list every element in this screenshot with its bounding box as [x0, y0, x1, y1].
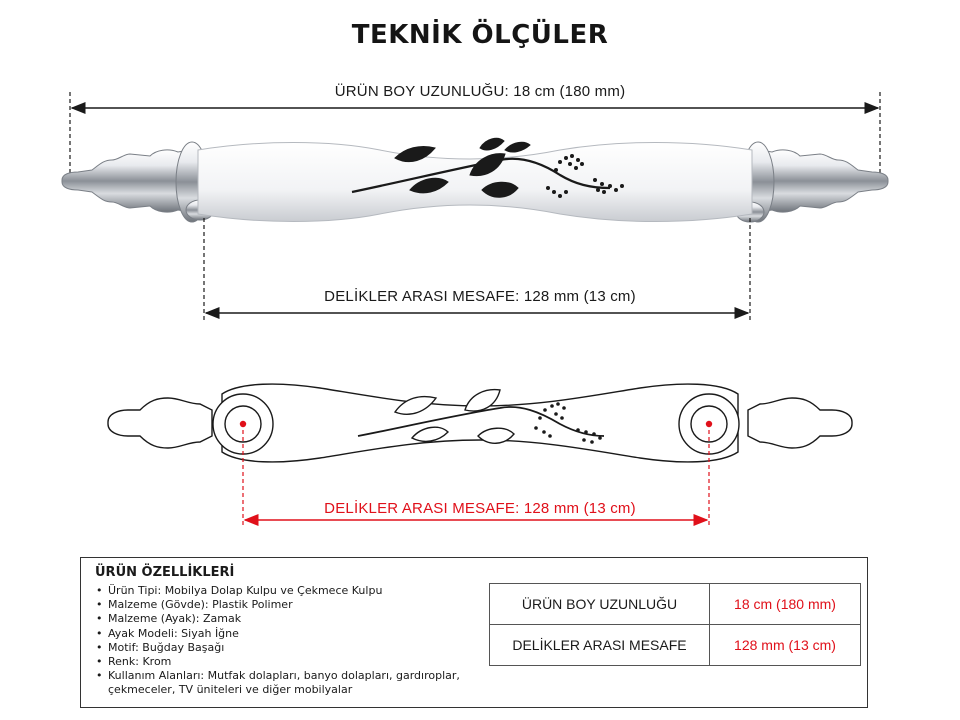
spec-item: Renk: Krom [96, 655, 476, 669]
total-length-label: ÜRÜN BOY UZUNLUĞU: 18 cm (180 mm) [334, 83, 626, 100]
spec-heading: ÜRÜN ÖZELLİKLERİ [95, 565, 235, 580]
right-hole-center [705, 420, 713, 428]
hole-distance-dimension-red [242, 430, 710, 528]
summary-table: ÜRÜN BOY UZUNLUĞU 18 cm (180 mm) DELİKLE… [489, 583, 861, 666]
summary-label: DELİKLER ARASI MESAFE [489, 624, 710, 666]
hole-distance-label-red: DELİKLER ARASI MESAFE: 128 mm (13 cm) [324, 500, 636, 517]
summary-label: ÜRÜN BOY UZUNLUĞU [489, 583, 710, 625]
spec-panel [80, 557, 868, 708]
spec-item: Malzeme (Ayak): Zamak [96, 612, 476, 626]
spec-item: Ürün Tipi: Mobilya Dolap Kulpu ve Çekmec… [96, 584, 476, 598]
table-row: ÜRÜN BOY UZUNLUĞU 18 cm (180 mm) [489, 583, 861, 625]
total-length-dimension [69, 92, 881, 175]
table-row: DELİKLER ARASI MESAFE 128 mm (13 cm) [489, 624, 861, 666]
technical-drawing [61, 92, 889, 528]
spec-item: Motif: Buğday Başağı [96, 641, 476, 655]
hole-distance-label: DELİKLER ARASI MESAFE: 128 mm (13 cm) [324, 288, 636, 305]
page-title: TEKNİK ÖLÇÜLER [351, 20, 609, 50]
spec-list: Ürün Tipi: Mobilya Dolap Kulpu ve Çekmec… [96, 584, 476, 698]
summary-value: 128 mm (13 cm) [709, 624, 861, 666]
hole-distance-dimension [203, 218, 751, 322]
summary-value: 18 cm (180 mm) [709, 583, 861, 625]
left-hole-center [239, 420, 247, 428]
spec-item: Malzeme (Gövde): Plastik Polimer [96, 598, 476, 612]
outline-wheat-dots [534, 402, 602, 444]
cabinet-handle-outline-drawing [107, 383, 853, 463]
cabinet-handle-drawing [61, 137, 889, 223]
spec-item: Kullanım Alanları: Mutfak dolapları, ban… [96, 669, 476, 697]
spec-item: Ayak Modeli: Siyah İğne [96, 627, 476, 641]
